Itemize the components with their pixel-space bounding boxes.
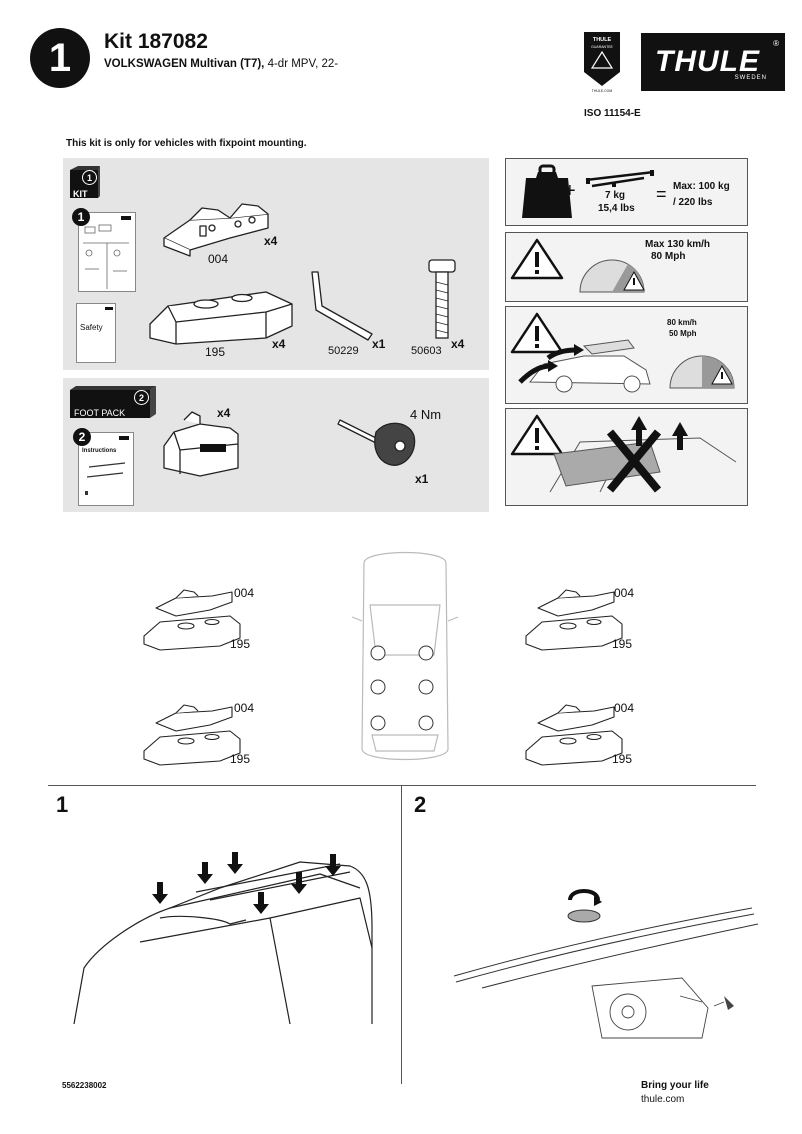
divider-vertical (401, 786, 402, 1084)
foot-booklet-number: 2 (73, 428, 91, 446)
safety-booklet (76, 303, 116, 363)
assembly-front-right-icon (522, 588, 626, 651)
assembly-rear-left-icon (140, 703, 244, 766)
guarantee-badge: THULE GUARANTEE THULE.COM (582, 30, 622, 94)
instruction-booklet-kit (78, 212, 136, 292)
pos-label-195: 195 (230, 637, 251, 651)
foot-pack-box-icon (70, 386, 156, 418)
kit-booklet-number: 1 (72, 208, 90, 226)
brand-registered: ® (773, 39, 779, 48)
warning-triangle-icon (510, 414, 564, 456)
forbidden-roof-load-icon (540, 412, 740, 500)
pos-label-195: 195 (230, 752, 251, 766)
loaded-speed-mph: 50 Mph (669, 329, 697, 338)
badge-top: THULE (593, 37, 612, 43)
safety-label: Safety (80, 323, 103, 332)
step-1-roof-illustration (60, 848, 380, 1025)
assembly-front-left-icon (140, 588, 244, 651)
divider-horizontal (48, 785, 756, 786)
max-load-lbs: / 220 lbs (673, 197, 713, 208)
instructions-label: Instructions (82, 448, 117, 454)
brand-tagline: Bring your life (641, 1080, 709, 1091)
torque-value: 4 Nm (410, 407, 442, 422)
foot-pack-badge-label: FOOT PACK (74, 408, 126, 418)
part-50229-label: 50229 (328, 345, 359, 357)
plus-sign: + (564, 180, 576, 202)
vehicle-description: VOLKSWAGEN Multivan (T7), 4-dr MPV, 22- (104, 58, 338, 70)
pos-label-004: 004 (614, 586, 635, 600)
system-weight-lbs: 15,4 lbs (598, 203, 635, 214)
assembly-rear-right-icon (522, 703, 626, 766)
equals-sign: = (656, 184, 667, 204)
car-with-load-icon (514, 322, 654, 398)
foot-pack-badge-number: 2 (134, 390, 149, 405)
roof-bars-icon (582, 166, 656, 188)
brand-sub: SWEDEN (734, 75, 767, 81)
brand-url[interactable]: thule.com (641, 1094, 685, 1105)
foot-base-195-icon (146, 282, 294, 346)
kit-badge-number: 1 (82, 170, 97, 185)
part-195-qty: x4 (272, 337, 286, 351)
warning-triangle-icon (510, 312, 564, 354)
document-code: 5562238002 (62, 1081, 107, 1090)
step-number-badge: 1 (30, 28, 90, 88)
step-2-illustration (452, 878, 762, 1039)
speedometer-icon (576, 246, 648, 294)
warning-triangle-icon (510, 238, 564, 280)
badge-url: THULE.COM (592, 89, 613, 93)
max-speed-mph: 80 Mph (651, 251, 686, 262)
part-50229-qty: x1 (372, 337, 386, 351)
max-speed-kmh: Max 130 km/h (645, 239, 711, 250)
kit-badge-label: KIT (73, 189, 88, 199)
vehicle-details: 4-dr MPV, 22- (264, 58, 339, 70)
speedometer-icon (666, 342, 738, 390)
thule-logo: THULE SWEDEN ® (641, 33, 785, 91)
foot-pack-foot-icon (160, 410, 244, 482)
badge-mid: GUARANTEE (591, 45, 613, 49)
step-2-number: 2 (414, 792, 427, 817)
part-004-qty: x4 (264, 234, 278, 248)
pos-label-004: 004 (614, 701, 635, 715)
fixpoint-adapter-004-icon (160, 198, 270, 258)
brand-wordmark: THULE (655, 45, 760, 78)
part-004-label: 004 (208, 252, 229, 266)
iso-standard: ISO 11154-E (584, 108, 641, 119)
vehicle-top-view (350, 545, 460, 767)
allen-key-50229-icon (306, 268, 378, 342)
weight-icon (520, 164, 574, 220)
pos-label-004: 004 (234, 701, 255, 715)
vehicle-name: VOLKSWAGEN Multivan (T7), (104, 58, 265, 70)
pos-label-195: 195 (612, 752, 633, 766)
bolt-50603-icon (426, 258, 458, 342)
pos-label-195: 195 (612, 637, 633, 651)
part-50603-qty: x4 (451, 337, 465, 351)
system-weight-kg: 7 kg (605, 190, 626, 201)
kit-title: Kit 187082 (104, 30, 208, 53)
step-1-number: 1 (56, 792, 69, 817)
fixpoint-notice: This kit is only for vehicles with fixpo… (66, 138, 307, 149)
tool-qty: x1 (415, 472, 429, 486)
max-load-kg: Max: 100 kg (673, 181, 730, 192)
pos-label-004: 004 (234, 586, 255, 600)
loaded-speed-kmh: 80 km/h (667, 318, 697, 327)
instruction-booklet-foot (78, 432, 134, 506)
part-195-label: 195 (205, 345, 226, 359)
step-number: 1 (48, 35, 72, 80)
part-50603-label: 50603 (411, 345, 442, 357)
torque-tool-icon (336, 414, 420, 476)
foot-qty: x4 (217, 406, 231, 420)
